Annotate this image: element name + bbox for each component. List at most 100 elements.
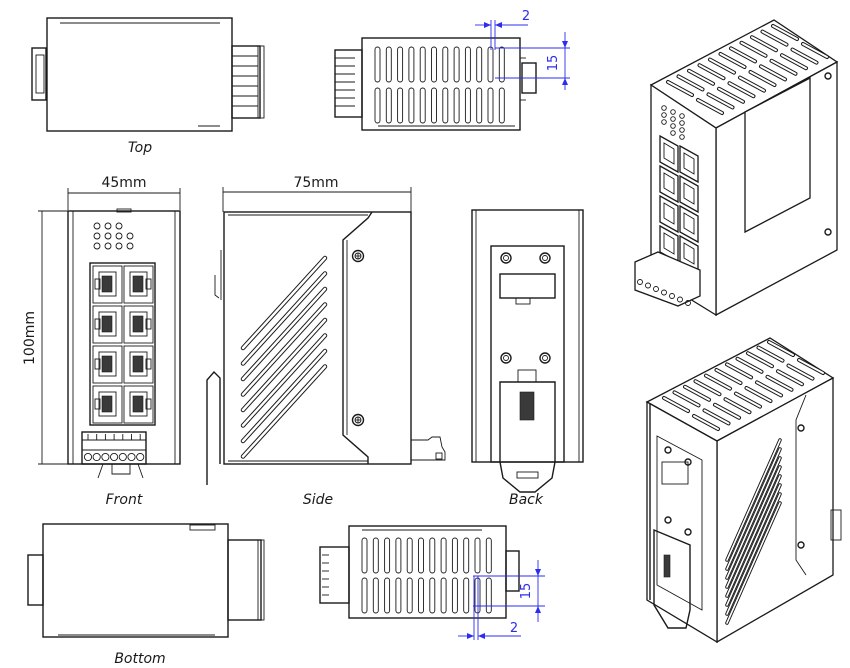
- vent-slot-inner: [705, 374, 731, 390]
- vent-slot: [453, 87, 460, 124]
- rj45-port-icon: [679, 144, 699, 184]
- terminal-pin-icon: [110, 452, 119, 462]
- vent-slot-inner: [693, 415, 719, 430]
- vent-slot-inner: [735, 392, 761, 408]
- port-contacts: [101, 315, 113, 333]
- led-icon: [661, 105, 667, 111]
- port-contacts: [101, 275, 113, 293]
- vent-slot-inner: [241, 365, 327, 458]
- vent-slot: [429, 537, 436, 574]
- depth-dimension-label: 75mm: [293, 175, 338, 191]
- vent-slot-inner: [726, 466, 781, 588]
- vent-slot-inner: [726, 363, 752, 379]
- screw-icon: [351, 413, 365, 427]
- vent-slot: [418, 577, 424, 614]
- vent-dimension-top: 2 15: [475, 9, 570, 90]
- terminal-pin-icon: [101, 452, 110, 462]
- rj45-port-icon: [679, 174, 699, 214]
- vent-slot-inner: [756, 381, 782, 397]
- terminal-pin-icon: [92, 452, 101, 462]
- rj45-port-icon: [679, 204, 699, 244]
- rj45-port-icon: [92, 305, 123, 344]
- led-icon: [93, 242, 101, 250]
- top-vent-slots: [662, 340, 825, 431]
- terminal-pin-icon: [653, 286, 659, 292]
- rj45-port-icon: [123, 345, 154, 384]
- vent-slot-inner: [724, 398, 751, 414]
- width-dimension-label: 45mm: [101, 175, 146, 191]
- port-jack: [129, 311, 148, 337]
- vent-slot-inner: [726, 448, 781, 570]
- vent-slot: [429, 577, 436, 614]
- led-icon: [104, 222, 112, 230]
- vent-slot-inner: [751, 36, 777, 52]
- led-icon: [115, 232, 123, 240]
- vent-slot-inner: [772, 25, 798, 40]
- port-contacts: [132, 395, 144, 413]
- terminal-pin-icon: [118, 452, 127, 462]
- vent-slot-inner: [241, 318, 327, 412]
- vent-slot-inner: [740, 41, 767, 57]
- led-icon: [670, 130, 676, 136]
- vent-slot: [453, 46, 460, 83]
- vent-slot: [372, 537, 379, 574]
- screw-head: [503, 355, 509, 361]
- vent-slot-inner: [684, 385, 710, 401]
- vent-slot: [361, 537, 368, 574]
- vent-slot-inner: [791, 48, 818, 64]
- port-jack: [98, 391, 117, 417]
- port-jack: [98, 311, 117, 337]
- vent-slot-inner: [781, 54, 807, 70]
- screw-icon: [539, 352, 551, 364]
- vent-slot-inner: [241, 303, 327, 396]
- view-label-front: Front: [106, 492, 143, 508]
- vent-slots: [374, 46, 505, 124]
- terminal-pin-icon: [637, 279, 643, 285]
- vent-slot: [397, 46, 404, 83]
- front-view: 45mm 100mm Front: [22, 175, 181, 508]
- port-frame: [123, 305, 154, 344]
- vent-slot: [451, 537, 458, 574]
- vent-slot: [442, 46, 449, 83]
- port-jack: [129, 271, 148, 297]
- vent-slot: [487, 46, 494, 83]
- port-frame: [92, 305, 123, 344]
- height-dimension-label: 100mm: [22, 311, 38, 365]
- bottom-view: Bottom: [27, 523, 265, 667]
- vent-slot-inner: [715, 369, 742, 384]
- led-icon: [115, 222, 123, 230]
- vent-slot-inner: [241, 287, 327, 381]
- back-screws: [500, 252, 551, 364]
- vent-slot: [395, 577, 402, 614]
- terminal-block: [83, 434, 145, 462]
- vent-slot-inner: [694, 380, 721, 396]
- terminal-pin-icon: [645, 282, 651, 289]
- port-contacts: [132, 275, 144, 293]
- vent-slot-inner: [241, 272, 327, 365]
- vent-slot-inner: [697, 99, 723, 114]
- vent-slot: [485, 537, 492, 574]
- vent-slot-inner: [718, 87, 744, 103]
- led-icon: [679, 134, 685, 140]
- isometric-front-view: [634, 19, 839, 317]
- port-frame: [92, 385, 123, 424]
- vent-slot-inner: [777, 370, 803, 386]
- vent-slot-inner: [698, 64, 725, 80]
- vent-slot-inner: [726, 475, 781, 597]
- port-latch: [94, 318, 101, 330]
- view-label-top: Top: [128, 140, 152, 156]
- vent-slot: [431, 87, 437, 124]
- vent-slot-inner: [749, 71, 776, 86]
- vent-slot-inner: [673, 391, 700, 407]
- port-frame: [123, 345, 154, 384]
- port-jack: [663, 172, 675, 195]
- vent-slot-inner: [663, 397, 689, 412]
- port-jack: [683, 152, 695, 175]
- led-icon: [93, 232, 101, 240]
- vent-slot-inner: [766, 375, 793, 391]
- vent-slot: [476, 87, 483, 124]
- vent-slot: [485, 577, 492, 614]
- vent-slot-inner: [677, 75, 704, 91]
- vent-slot-inner: [802, 43, 828, 58]
- vent-slot: [463, 537, 470, 574]
